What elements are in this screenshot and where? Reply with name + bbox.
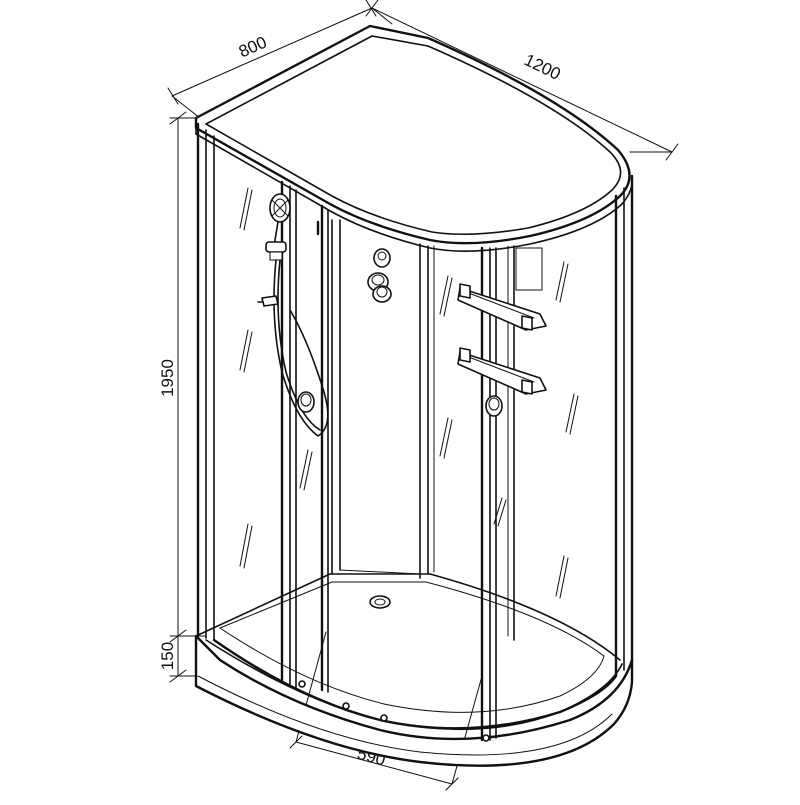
hand-shower-head-icon bbox=[269, 193, 291, 247]
dimension-width-label: 1200 bbox=[521, 50, 563, 84]
shower-tray bbox=[194, 573, 634, 767]
right-glass-panel bbox=[439, 174, 634, 742]
dimension-tray-height: 150 bbox=[158, 635, 199, 683]
cabin-roof bbox=[194, 24, 634, 252]
door-track bbox=[212, 638, 618, 742]
drain bbox=[369, 595, 391, 609]
dimension-depth-label: 800 bbox=[236, 33, 270, 62]
dimension-height: 1950 bbox=[158, 111, 207, 643]
spout-icon bbox=[257, 295, 279, 307]
mixer-knob-left bbox=[297, 391, 315, 413]
shelf-bottom bbox=[457, 347, 547, 395]
control-knob-lower bbox=[372, 285, 392, 303]
left-glass-panel bbox=[196, 122, 329, 693]
shelf-top bbox=[457, 283, 547, 331]
overhead-jet-top bbox=[373, 248, 391, 268]
dimension-tray-height-label: 150 bbox=[158, 642, 177, 670]
back-wall bbox=[331, 219, 543, 641]
mixer-knob-right bbox=[485, 395, 503, 417]
shower-hose bbox=[273, 259, 329, 437]
dimension-height-label: 1950 bbox=[158, 359, 177, 397]
